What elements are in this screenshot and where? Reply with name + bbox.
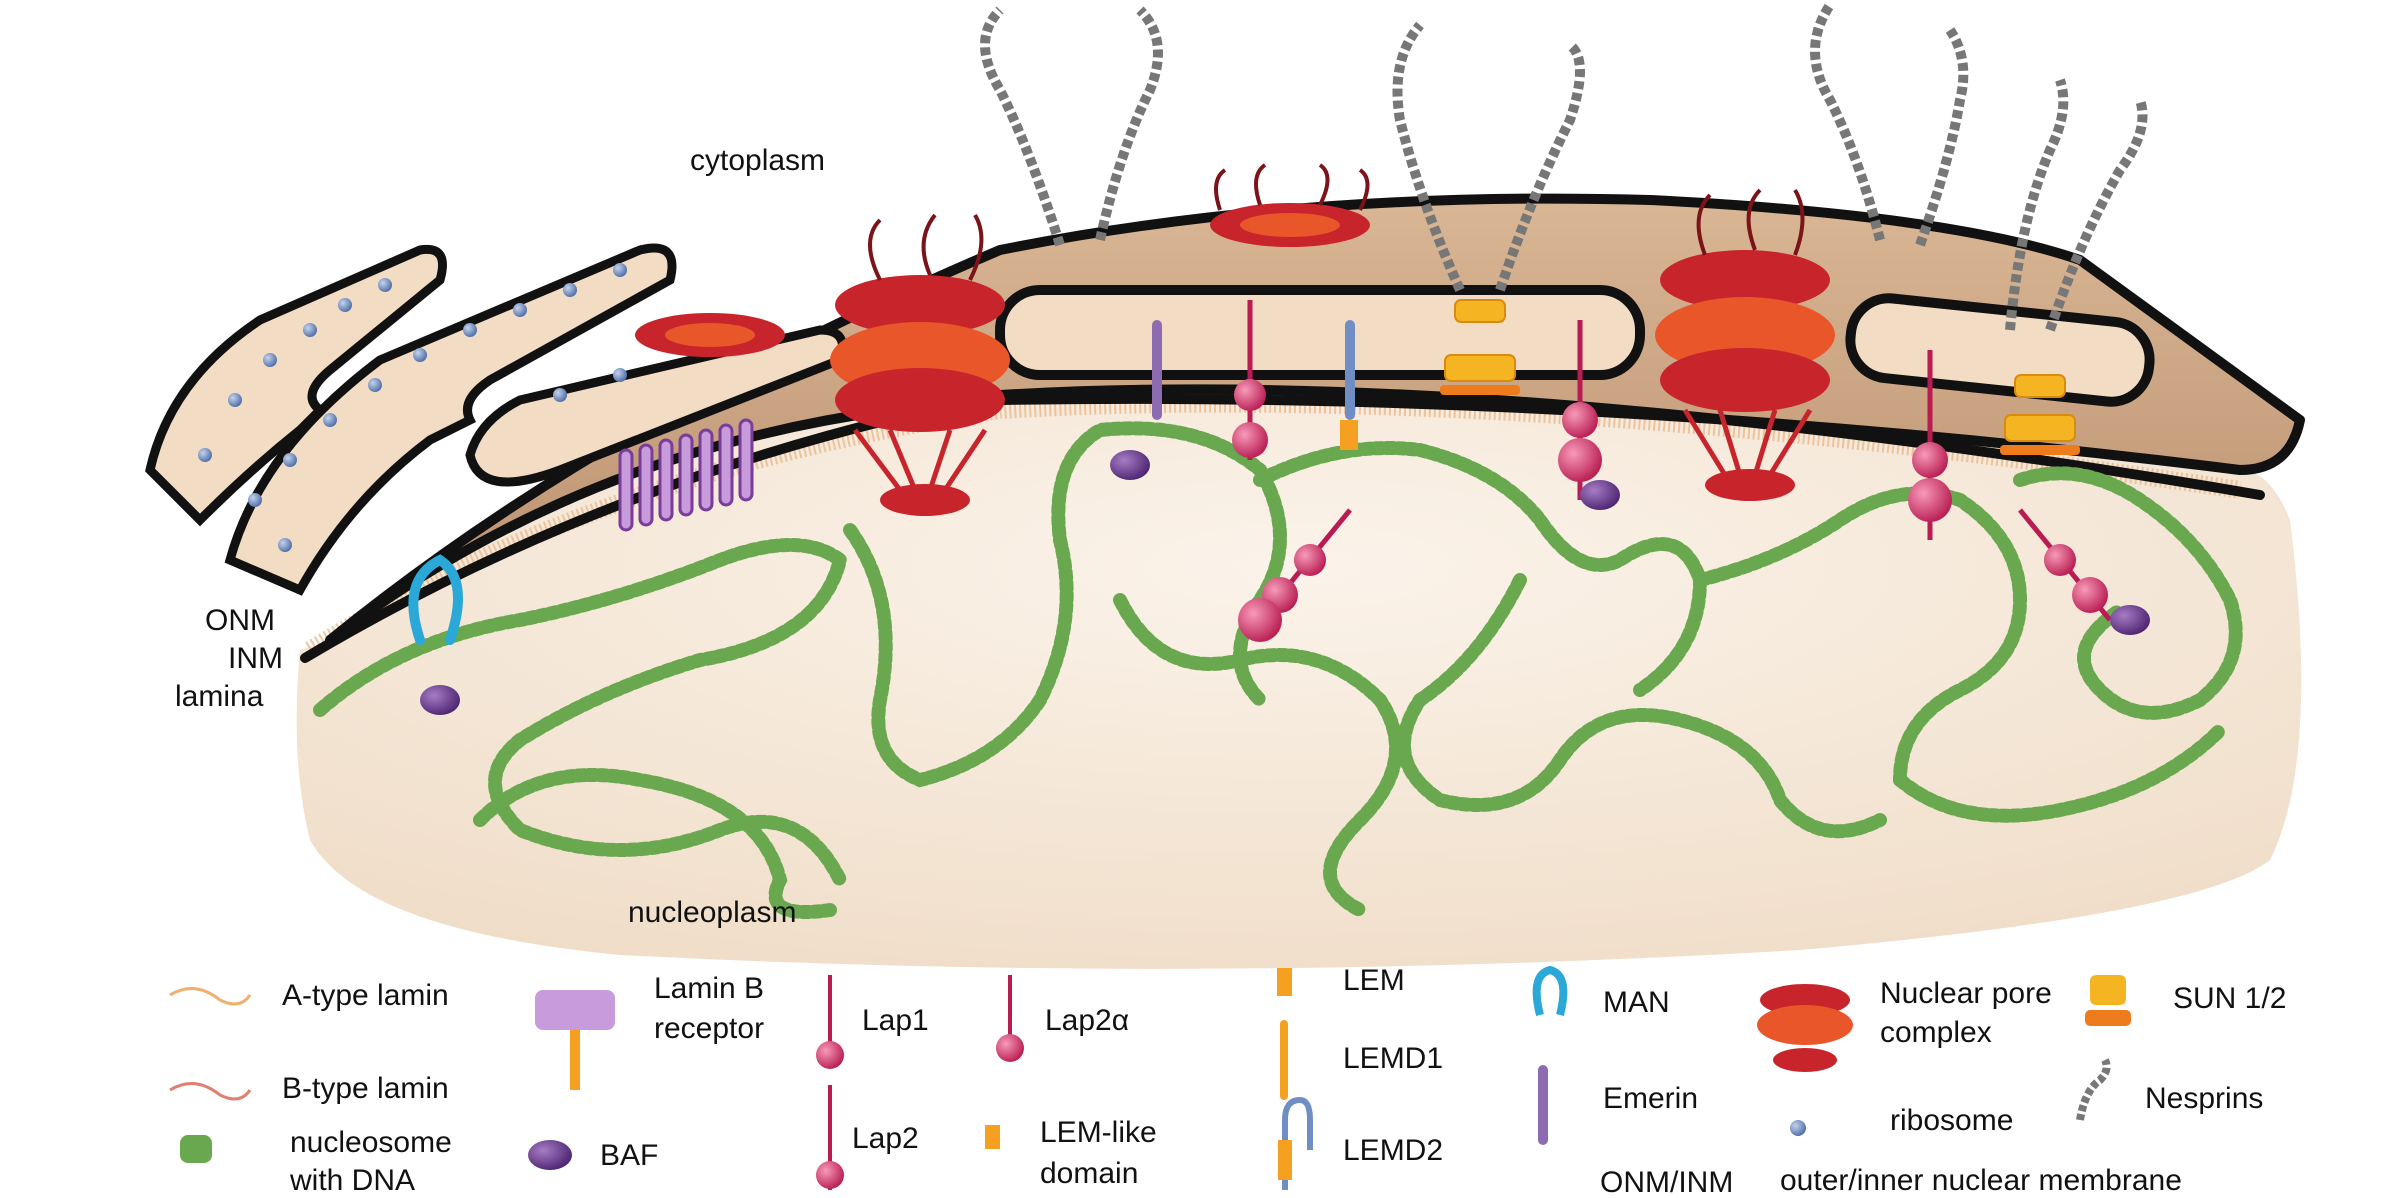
nuclear-pore-complex	[1210, 163, 1370, 247]
emerin-lemd	[1152, 320, 1358, 450]
label-onm: ONM	[205, 604, 275, 637]
nuclear-pore-complex	[635, 313, 785, 357]
legend-onm-inm: ONM/INM	[1600, 1166, 1733, 1198]
legend-lap2a: Lap2α	[1045, 1004, 1129, 1037]
legend-lemd1: LEMD1	[1343, 1042, 1443, 1075]
legend-sun: SUN 1/2	[2173, 982, 2286, 1015]
legend-lem-like-1: LEM-like	[1040, 1116, 1157, 1149]
lamina-meshwork	[305, 394, 2242, 658]
legend-outer-inner: outer/inner nuclear membrane	[1780, 1164, 2182, 1197]
sun-proteins	[1440, 299, 2080, 455]
legend-lemd2: LEMD2	[1343, 1134, 1443, 1167]
nuclear-pore-complex	[1655, 188, 1835, 501]
baf-proteins	[420, 450, 2150, 715]
legend-nucleosome-2: with DNA	[289, 1164, 415, 1197]
legend-nesprins: Nesprins	[2145, 1082, 2263, 1115]
nuclear-pore-complex	[830, 213, 1010, 516]
legend-emerin: Emerin	[1603, 1082, 1698, 1115]
label-inm: INM	[228, 642, 283, 675]
label-lamina: lamina	[175, 680, 264, 713]
legend-lap1: Lap1	[862, 1004, 929, 1037]
legend-npc-2: complex	[1880, 1016, 1992, 1049]
legend-lbr-2: receptor	[654, 1012, 764, 1045]
legend-man: MAN	[1603, 986, 1670, 1019]
man-protein	[408, 554, 463, 645]
legend-ribosome: ribosome	[1890, 1104, 2013, 1137]
legend-lbr-1: Lamin B	[654, 972, 764, 1005]
lamin-b-receptor	[618, 418, 754, 532]
label-nucleoplasm: nucleoplasm	[628, 896, 796, 929]
legend-b-type-lamin: B-type lamin	[282, 1072, 449, 1105]
chromatin-fibers	[313, 421, 2243, 919]
ribosomes	[198, 263, 627, 552]
legend-lap2: Lap2	[852, 1122, 919, 1155]
legend-lem-like-2: domain	[1040, 1157, 1138, 1190]
endoplasmic-reticulum	[145, 243, 847, 596]
inner-nuclear-membrane	[300, 384, 2265, 663]
lap-proteins	[1232, 300, 2112, 642]
nesprins	[980, 2, 2148, 332]
legend-lem: LEM	[1343, 964, 1405, 997]
label-cytoplasm: cytoplasm	[690, 144, 825, 177]
legend: A-type lamin B-type lamin nucleosome wit…	[169, 964, 2286, 1198]
legend-npc-1: Nuclear pore	[1880, 977, 2052, 1010]
legend-nucleosome-1: nucleosome	[290, 1126, 452, 1159]
legend-baf: BAF	[600, 1139, 658, 1172]
legend-a-type-lamin: A-type lamin	[282, 979, 449, 1012]
